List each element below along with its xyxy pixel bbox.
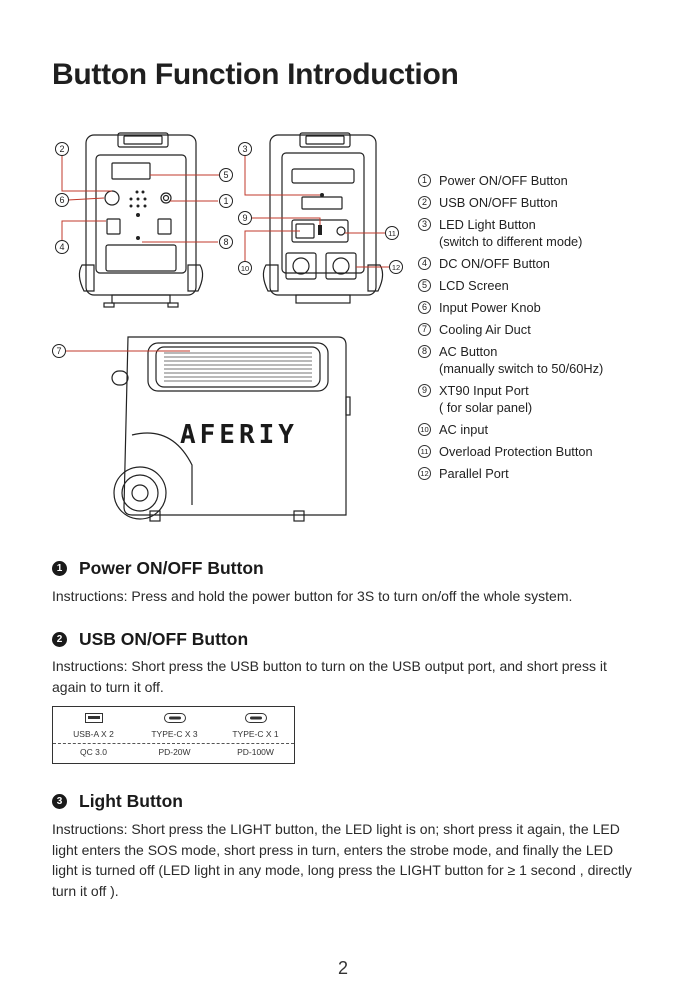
side-view-unit (111, 336, 351, 522)
port-spec: PD-20W (158, 747, 191, 757)
section-heading-power: 1 Power ON/OFF Button (52, 558, 264, 579)
svg-text:6: 6 (59, 195, 64, 205)
section-instructions: Instructions: Short press the LIGHT butt… (52, 821, 632, 899)
callout-12: 12 (389, 260, 403, 274)
port-name: TYPE-C X 3 (151, 729, 198, 739)
section-heading-light: 3 Light Button (52, 791, 183, 812)
section-number: 3 (52, 794, 67, 809)
svg-text:8: 8 (223, 237, 228, 247)
callout-4: 4 (55, 240, 69, 254)
section-title: Power ON/OFF Button (79, 558, 264, 578)
port-name: TYPE-C X 1 (232, 729, 279, 739)
svg-text:2: 2 (59, 144, 64, 154)
section-number: 2 (52, 632, 67, 647)
section-instructions: Instructions: Press and hold the power b… (52, 588, 573, 604)
svg-text:12: 12 (392, 263, 400, 272)
svg-text:5: 5 (223, 170, 228, 180)
callout-5: 5 (219, 168, 233, 182)
svg-text:7: 7 (56, 346, 61, 356)
section-title: USB ON/OFF Button (79, 629, 249, 649)
callout-2: 2 (55, 142, 69, 156)
port-column: TYPE-C X 3 PD-20W (134, 707, 215, 763)
section-heading-usb: 2 USB ON/OFF Button (52, 629, 248, 650)
callout-10: 10 (238, 261, 252, 275)
callout-6: 6 (55, 193, 69, 207)
port-spec: PD-100W (237, 747, 274, 757)
usb-a-port-icon (84, 713, 103, 723)
svg-text:11: 11 (388, 229, 396, 238)
callout-1: 1 (219, 194, 233, 208)
svg-text:10: 10 (241, 264, 249, 273)
brand-logo: AFERIY (180, 420, 298, 450)
power-station-illustration: AFERIY 2 6 4 5 1 8 3 9 10 11 (52, 132, 403, 522)
page-title: Button Function Introduction (52, 58, 459, 91)
svg-text:1: 1 (223, 196, 228, 206)
front-view-unit (78, 132, 204, 308)
callout-3: 3 (238, 142, 252, 156)
section-title: Light Button (79, 791, 183, 811)
usb-c-port-icon (244, 713, 267, 723)
usb-c-port-icon (163, 713, 186, 723)
callout-9: 9 (238, 211, 252, 225)
svg-text:9: 9 (242, 213, 247, 223)
port-name: USB-A X 2 (73, 729, 114, 739)
callout-11: 11 (385, 226, 399, 240)
port-column: TYPE-C X 1 PD-100W (215, 707, 296, 763)
port-column: USB-A X 2 QC 3.0 (53, 707, 134, 763)
callout-7: 7 (52, 344, 66, 358)
section-number: 1 (52, 561, 67, 576)
table-divider (53, 743, 294, 744)
page-number: 2 (337, 958, 348, 978)
svg-text:4: 4 (59, 242, 64, 252)
callout-8: 8 (219, 235, 233, 249)
section-instructions: Instructions: Short press the USB button… (52, 658, 607, 695)
svg-text:3: 3 (242, 144, 247, 154)
product-diagram: AFERIY 2 6 4 5 1 8 3 9 10 11 (0, 125, 686, 545)
port-spec: QC 3.0 (80, 747, 107, 757)
usb-port-table: USB-A X 2 QC 3.0 TYPE-C X 3 PD-20W TYPE-… (52, 706, 295, 764)
